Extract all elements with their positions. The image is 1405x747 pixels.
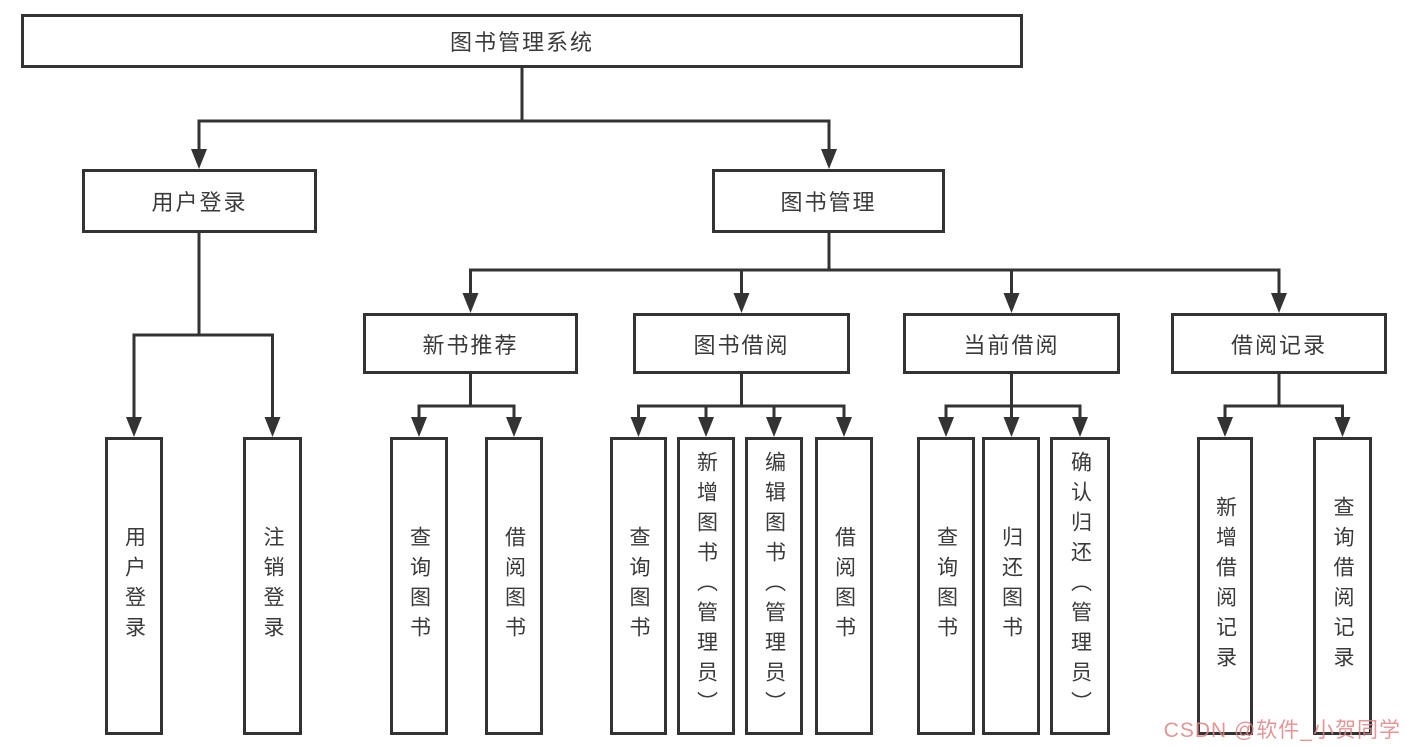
node-borrowing-records: 借阅记录: [1171, 313, 1387, 374]
leaf-borrowing-borrow-books: 借阅图书: [815, 437, 873, 735]
leaf-borrowing-borrow-books-label: 借阅图书: [832, 526, 856, 646]
leaf-logout: 注销登录: [243, 437, 302, 735]
leaf-return-books-label: 归还图书: [999, 526, 1023, 646]
node-borrowing-records-label: 借阅记录: [1230, 332, 1327, 358]
leaf-add-borrow-record: 新增借阅记录: [1197, 437, 1253, 735]
node-book-management-label: 图书管理: [780, 190, 877, 215]
leaf-recommend-query-books-label: 查询图书: [407, 526, 431, 646]
csdn-watermark: CSDN @软件_小贺同学: [1163, 719, 1401, 742]
node-book-management: 图书管理: [712, 169, 945, 233]
leaf-recommend-borrow-books: 借阅图书: [485, 437, 543, 735]
leaf-query-borrow-record-label: 查询借阅记录: [1331, 496, 1354, 676]
leaf-borrowing-query-books: 查询图书: [610, 437, 667, 735]
leaf-add-books-admin: 新增图书（管理员）: [677, 437, 735, 735]
leaf-current-query-books: 查询图书: [917, 437, 975, 735]
node-user-login: 用户登录: [82, 169, 317, 233]
node-book-borrowing: 图书借阅: [633, 313, 850, 374]
node-book-borrowing-label: 图书借阅: [693, 332, 790, 358]
leaf-logout-label: 注销登录: [261, 526, 284, 646]
leaf-confirm-return-admin-label: 确认归还（管理员）: [1068, 451, 1092, 721]
leaf-edit-books-admin: 编辑图书（管理员）: [745, 437, 803, 735]
leaf-add-borrow-record-label: 新增借阅记录: [1213, 496, 1237, 676]
leaf-borrowing-query-books-label: 查询图书: [627, 526, 650, 646]
leaf-user-login: 用户登录: [105, 437, 163, 735]
node-root-label: 图书管理系统: [449, 30, 594, 55]
node-new-book-recommend-label: 新书推荐: [422, 332, 519, 358]
node-current-borrowing-label: 当前借阅: [963, 332, 1060, 358]
leaf-add-books-admin-label: 新增图书（管理员）: [694, 451, 718, 721]
leaf-return-books: 归还图书: [982, 437, 1040, 735]
leaf-recommend-query-books: 查询图书: [390, 437, 448, 735]
leaf-user-login-label: 用户登录: [122, 526, 146, 646]
node-user-login-label: 用户登录: [151, 190, 248, 215]
leaf-edit-books-admin-label: 编辑图书（管理员）: [762, 451, 786, 721]
node-new-book-recommend: 新书推荐: [363, 313, 578, 374]
leaf-query-borrow-record: 查询借阅记录: [1313, 437, 1372, 735]
node-root: 图书管理系统: [21, 14, 1023, 68]
leaf-confirm-return-admin: 确认归还（管理员）: [1050, 437, 1110, 735]
leaf-recommend-borrow-books-label: 借阅图书: [502, 526, 526, 646]
node-current-borrowing: 当前借阅: [903, 313, 1120, 374]
leaf-current-query-books-label: 查询图书: [934, 526, 958, 646]
